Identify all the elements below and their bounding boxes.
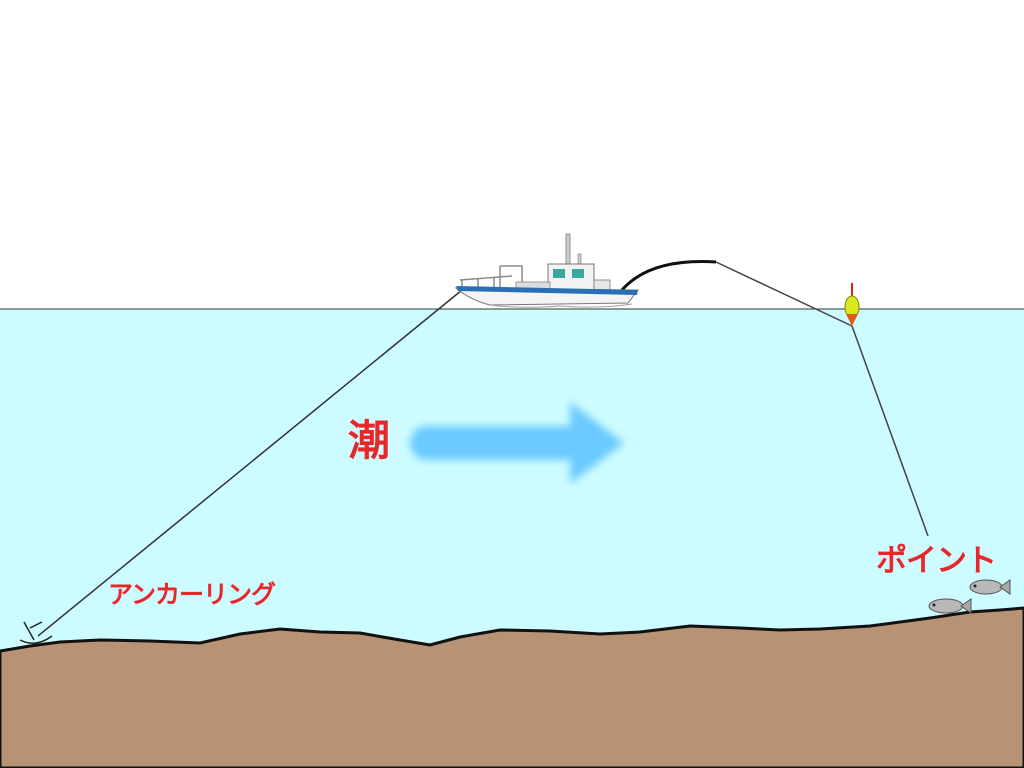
fishing-line-lower <box>851 325 929 537</box>
fishing-rod <box>620 260 717 291</box>
fish-icon <box>928 598 972 614</box>
seabed <box>0 606 1024 768</box>
anchor-ring-label: アンカーリング <box>108 580 276 609</box>
boat <box>454 233 640 308</box>
current-arrow <box>410 402 624 484</box>
tide-label: 潮 <box>348 416 391 465</box>
fish-icon <box>969 579 1011 595</box>
float-icon <box>844 283 860 326</box>
point-label: ポイント <box>876 543 997 579</box>
anchor-icon <box>19 621 53 644</box>
anchor-rope <box>37 289 463 637</box>
fishing-line-upper <box>715 261 853 327</box>
